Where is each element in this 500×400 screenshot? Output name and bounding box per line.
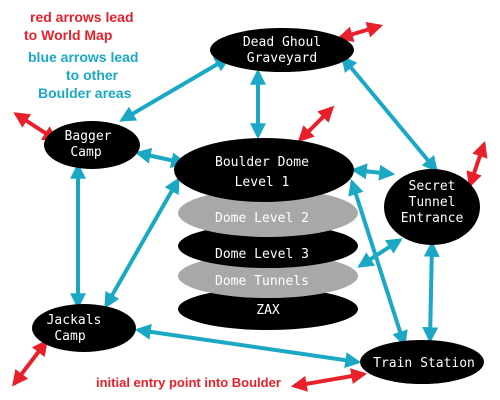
red-arrow-train	[290, 368, 368, 392]
node-jackals-camp[interactable]	[32, 304, 136, 352]
blue-arrow-bagger-deadghoul	[119, 56, 231, 122]
node-dome-tunnels-label: Dome Tunnels	[215, 274, 309, 289]
node-dome-level3-label: Dome Level 3	[215, 247, 309, 262]
legend-blue-line2: to other	[66, 67, 119, 83]
blue-arrow-tunnels-secret	[357, 238, 403, 268]
blue-arrow-dome-jackals	[104, 177, 180, 309]
node-boulder-dome-label2: Level 1	[235, 175, 290, 190]
node-secret-label1: Secret	[409, 179, 456, 194]
blue-arrow-jackals-train	[134, 323, 362, 369]
legend-red-line2: to World Map	[24, 27, 112, 43]
node-secret-tunnel-entrance[interactable]	[384, 169, 480, 245]
node-bagger-camp[interactable]	[44, 121, 140, 169]
node-dead-ghoul-graveyard[interactable]	[210, 28, 354, 72]
node-dome-level2[interactable]	[178, 189, 358, 237]
red-arrow-deadghoul	[336, 22, 384, 42]
node-dome-level2-label: Dome Level 2	[215, 211, 309, 226]
node-boulder-dome-label1: Boulder Dome	[215, 155, 309, 170]
node-bagger-label2: Camp	[70, 145, 101, 160]
red-arrow-jackals	[12, 339, 48, 387]
node-train-station[interactable]	[360, 340, 484, 384]
node-zax[interactable]	[178, 288, 358, 330]
node-secret-label3: Entrance	[401, 211, 464, 226]
node-train-station-label: Train Station	[373, 356, 475, 371]
blue-arrow-dome-secret	[350, 163, 396, 181]
node-zax-label: ZAX	[256, 303, 280, 318]
node-dead-ghoul-label2: Graveyard	[247, 51, 317, 66]
blue-arrows	[70, 55, 440, 369]
entry-point-note: initial entry point into Boulder	[96, 375, 281, 390]
legend-blue-line1: blue arrows lead	[28, 49, 138, 65]
dome-stack: ZAX Dome Tunnels Dome Level 3 Dome Level…	[174, 138, 358, 330]
node-jackals-label1: Jackals	[47, 313, 102, 328]
node-bagger-label1: Bagger	[65, 129, 112, 144]
node-dome-level3[interactable]	[178, 224, 358, 268]
node-jackals-label2: Camp	[54, 329, 85, 344]
blue-arrow-bagger-dome	[134, 147, 188, 169]
node-dead-ghoul-label1: Dead Ghoul	[243, 35, 321, 50]
blue-arrow-secret-train	[422, 240, 440, 344]
legend-blue-line3: Boulder areas	[38, 85, 132, 101]
red-arrow-secret	[466, 140, 488, 189]
node-secret-label2: Tunnel	[409, 195, 456, 210]
legend-red-line1: red arrows lead	[30, 9, 134, 25]
node-boulder-dome[interactable]	[174, 138, 354, 202]
blue-arrow-deadghoul-secret	[340, 55, 439, 173]
red-arrow-dome	[297, 105, 335, 143]
